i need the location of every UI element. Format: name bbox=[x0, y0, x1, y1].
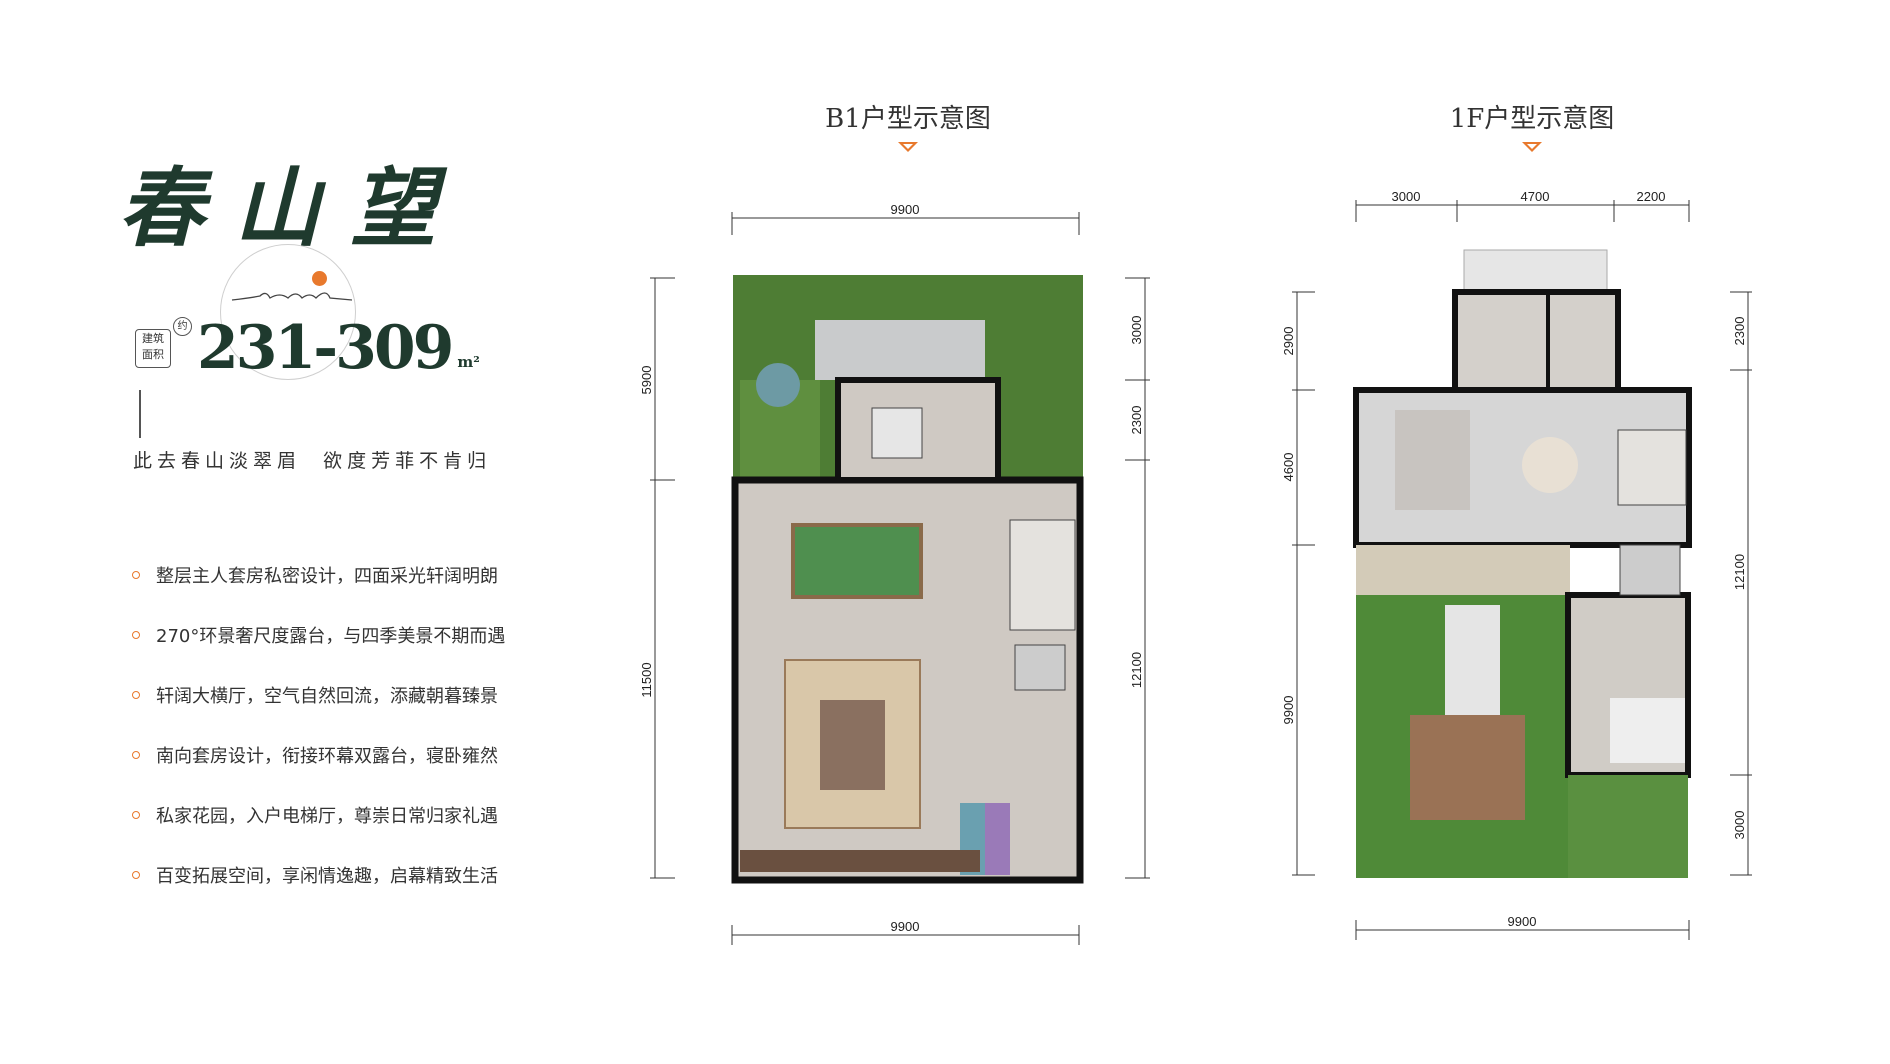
f1-staircase bbox=[1617, 429, 1687, 506]
f1-dim-top-2: 2200 bbox=[1637, 189, 1666, 204]
garden-path bbox=[1445, 605, 1500, 715]
area-row: 建筑 面积 约 231-309 m² bbox=[135, 312, 480, 384]
sofa-icon bbox=[1395, 410, 1470, 510]
project-title: 春山望 bbox=[118, 158, 466, 259]
f1-dim-right-2: 3000 bbox=[1732, 811, 1747, 840]
f1-dim-left-1: 4600 bbox=[1281, 453, 1296, 482]
b1-dim-right-0: 3000 bbox=[1129, 316, 1144, 345]
sun-icon bbox=[312, 271, 327, 286]
mahjong-table-icon bbox=[871, 407, 923, 459]
f1-study-kitchen bbox=[1452, 289, 1621, 395]
f1-plan-title: 1F户型示意图 bbox=[1449, 104, 1615, 134]
feature-text: 270°环景奢尺度露台，与四季美景不期而遇 bbox=[156, 626, 506, 647]
area-value: 231-309 bbox=[197, 313, 454, 383]
bullet-icon bbox=[132, 871, 140, 879]
plan-shape bbox=[231, 292, 353, 301]
bullet-icon bbox=[132, 571, 140, 579]
feature-text: 百变拓展空间，享闲情逸趣，启幕精致生活 bbox=[156, 866, 498, 887]
b1-dim-bottom: 9900 bbox=[891, 919, 920, 934]
bed-icon bbox=[1610, 698, 1685, 763]
f1-porch bbox=[1356, 545, 1570, 595]
plan-shape bbox=[985, 803, 1010, 875]
plan-shape bbox=[1568, 775, 1688, 878]
area-approx-label: 约 bbox=[173, 317, 192, 336]
b1-plan-title: B1户型示意图 bbox=[825, 104, 991, 134]
b1-dim-top: 9900 bbox=[891, 202, 920, 217]
feature-text: 南向套房设计，衔接环幕双露台，寝卧雍然 bbox=[156, 746, 498, 767]
f1-dim-bottom: 9900 bbox=[1508, 914, 1537, 929]
f1-dimension-lines bbox=[1292, 200, 1752, 940]
f1-dim-top-0: 3000 bbox=[1392, 189, 1421, 204]
f1-dim-right-1: 12100 bbox=[1732, 554, 1747, 590]
bullet-icon bbox=[132, 811, 140, 819]
wine-shelf bbox=[740, 850, 980, 872]
f1-balcony bbox=[1463, 249, 1608, 293]
f1-dim-top-1: 4700 bbox=[1521, 189, 1550, 204]
b1-dim-right-2: 12100 bbox=[1129, 652, 1144, 688]
down-triangle-icon bbox=[1522, 142, 1542, 152]
f1-elevator bbox=[1619, 544, 1681, 596]
feature-item: 南向套房设计，衔接环幕双露台，寝卧雍然 bbox=[132, 742, 498, 768]
bullet-icon bbox=[132, 631, 140, 639]
down-triangle-icon bbox=[898, 142, 918, 152]
poem-text: 此去春山淡翠眉 欲度芳菲不肯归 bbox=[133, 450, 492, 472]
game-table-icon bbox=[820, 700, 885, 790]
feature-item: 轩阔大横厅，空气自然回流，添藏朝暮臻景 bbox=[132, 682, 498, 708]
b1-dimension-lines bbox=[650, 212, 1150, 945]
b1-dim-left-0: 5900 bbox=[639, 366, 654, 395]
f1-dim-right-0: 2300 bbox=[1732, 317, 1747, 346]
bullet-icon bbox=[132, 751, 140, 759]
area-label-line2: 面积 bbox=[142, 348, 164, 361]
dining-table-icon bbox=[1522, 437, 1578, 493]
f1-dim-left-0: 2900 bbox=[1281, 327, 1296, 356]
feature-text: 私家花园，入户电梯厅，尊崇日常归家礼遇 bbox=[156, 806, 498, 827]
feature-text: 轩阔大横厅，空气自然回流，添藏朝暮臻景 bbox=[156, 686, 498, 707]
b1-dim-left-1: 11500 bbox=[639, 662, 654, 697]
mountain-line-icon bbox=[231, 292, 353, 301]
feature-item: 私家花园，入户电梯厅，尊崇日常归家礼遇 bbox=[132, 802, 498, 828]
feature-item: 百变拓展空间，享闲情逸趣，启幕精致生活 bbox=[132, 862, 498, 888]
area-label-line1: 建筑 bbox=[142, 332, 164, 345]
divider-line bbox=[139, 390, 141, 438]
feature-item: 270°环景奢尺度露台，与四季美景不期而遇 bbox=[132, 622, 505, 648]
b1-dim-right-1: 2300 bbox=[1129, 406, 1144, 435]
umbrella-icon bbox=[756, 363, 800, 407]
staircase bbox=[1009, 519, 1076, 631]
billiard-table-icon bbox=[791, 523, 923, 599]
bullet-icon bbox=[132, 691, 140, 699]
feature-text: 整层主人套房私密设计，四面采光轩阔明朗 bbox=[156, 566, 498, 587]
logo-circle bbox=[220, 244, 356, 380]
f1-dim-left-2: 9900 bbox=[1281, 696, 1296, 725]
elevator bbox=[1014, 644, 1066, 691]
pavilion-icon bbox=[1410, 715, 1525, 820]
area-label-group: 建筑 面积 约 bbox=[135, 317, 192, 368]
area-label-badge: 建筑 面积 bbox=[135, 329, 171, 368]
area-unit: m² bbox=[457, 353, 480, 371]
b1-patio bbox=[815, 320, 985, 380]
feature-item: 整层主人套房私密设计，四面采光轩阔明朗 bbox=[132, 562, 498, 588]
